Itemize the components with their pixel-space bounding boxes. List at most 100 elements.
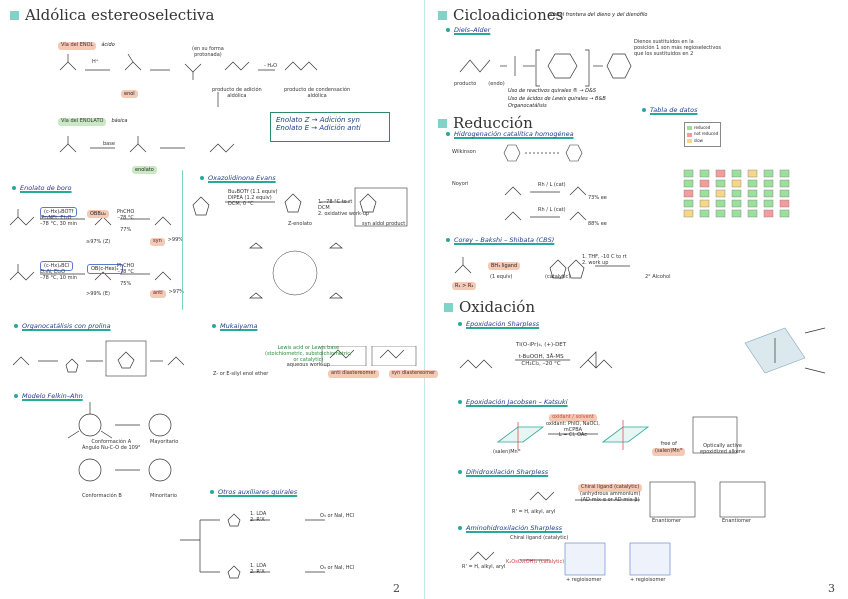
- mukai-l3: or catalytic): [293, 356, 324, 363]
- dienos-note: Dienos sustituidos en la posición 1 son …: [634, 39, 721, 57]
- mukai-heading-text: Mukaiyama: [220, 322, 258, 330]
- cbs-equiv: (1 equiv): [490, 274, 513, 280]
- heading-organo: Organocatálisis con prolina: [14, 322, 111, 330]
- cbs-scheme: [454, 257, 630, 279]
- bullet-icon: [14, 324, 18, 328]
- dien-1: Dienos sustituidos en la: [634, 39, 694, 45]
- enol-note: (en su forma protonada): [192, 46, 224, 59]
- rule-line-2: Enolato E → Adición anti: [276, 124, 361, 132]
- cbs-steps: 1. THF, -10 C to rt 2. work up: [582, 254, 627, 267]
- table-cell: [747, 189, 758, 198]
- table-cell: [779, 199, 790, 208]
- evans-s1: 1. -78 °C to rt: [318, 199, 353, 205]
- da-b1: Uso de reactivos quirales ® → D&S: [508, 88, 597, 94]
- amino-reg2: + regioisomer: [630, 577, 666, 583]
- otros-scheme: [180, 513, 325, 579]
- felkin-heading-text: Modelo Felkin–Ahn: [22, 392, 83, 400]
- boro-r1-syn: syn: [150, 238, 165, 246]
- mukai-l2: (stoichiometric, substoichiometric,: [265, 350, 352, 357]
- dihid-c3: (AD-mix-α or AD-mix-β): [580, 496, 640, 503]
- mukai-silyl: Z- or E-silyl enol ether: [213, 371, 269, 377]
- boro-r1-ratio: >99%: [167, 237, 184, 243]
- boro-r2-mid: OB(c-Hex)₂: [87, 264, 123, 274]
- noyori-scheme: [504, 186, 587, 221]
- amino-heading-text: Aminohidroxilación Sharpless: [466, 524, 562, 532]
- table-cell: [779, 189, 790, 198]
- boro-r1-c2: –78 °C, 30 min: [40, 220, 78, 227]
- cyclo-note: orbital frontera del dieno y del dienófi…: [548, 12, 648, 18]
- enol-scheme: [59, 53, 318, 107]
- dihid-c1: Chiral ligand (catalytic): [578, 484, 643, 492]
- heading-sharpless: Epoxidación Sharpless: [458, 320, 539, 328]
- rule-line-1: Enolato Z → Adición syn: [276, 116, 360, 124]
- table-cell: [731, 169, 742, 178]
- boro-r1-mid: OBBu₂: [87, 210, 109, 218]
- enol-label: enol: [121, 90, 138, 98]
- evans-scheme: [192, 187, 408, 227]
- boro-r1-result: syn >99%: [150, 237, 184, 246]
- da-heading-text: Diels–Alder: [454, 26, 491, 34]
- heading-otros: Otros auxiliares quirales: [210, 488, 297, 496]
- evans-divider: [182, 170, 183, 310]
- heading-jacobsen: Epoxidación Jacobsen – Katsuki: [458, 398, 568, 406]
- boro-r2-y2: 75%: [120, 280, 132, 287]
- title-marker: [10, 10, 19, 20]
- enol-note-1: (en su forma: [192, 46, 224, 52]
- organo-heading-text: Organocatálisis con prolina: [22, 322, 111, 330]
- page-number-right: 3: [828, 582, 835, 595]
- heading-cbs: Corey – Bakshi – Shibata (CBS): [446, 236, 554, 244]
- evans-s2: DCM: [318, 204, 330, 211]
- jac-optical: Optically active epoxidized alkene: [700, 443, 746, 456]
- heading-hidrog: Hidrogenación catalítica homogénea: [446, 130, 574, 138]
- table-cell: [683, 189, 694, 198]
- evans-c3: DCM, 0 °C: [228, 200, 254, 207]
- evans-s3: 2. oxidative work-up: [318, 210, 370, 217]
- table-cell: [731, 199, 742, 208]
- cbs-ligand: BH₃ ligand: [488, 262, 521, 270]
- table-cell: [715, 169, 726, 178]
- enolato-scheme: [59, 136, 235, 153]
- evans-steps: 1. -78 °C to rt DCM 2. oxidative work-up: [318, 199, 370, 217]
- table-cell: [731, 179, 742, 188]
- cbs-cat: (catalytic): [545, 274, 571, 280]
- reduc-title: Reducción: [453, 114, 533, 132]
- table-cell: [699, 199, 710, 208]
- boro-r1-reag: (c-Hx)₂BOTf: [40, 207, 78, 217]
- sharpless-scheme: [459, 351, 613, 369]
- page-number-left: 2: [393, 582, 400, 595]
- sharp-r3: CH₂Cl₂, –20 °C: [521, 360, 561, 367]
- table-cell: [763, 209, 774, 218]
- bullet-icon: [210, 490, 214, 494]
- jacobsen-conds: oxidant / solvent oxidant: PhIO, NaOCl, …: [546, 414, 600, 439]
- prolina-scheme: [12, 340, 185, 377]
- table-cell: [763, 169, 774, 178]
- legend-1: not reduced: [694, 131, 719, 137]
- heading-boro: Enolato de boro: [12, 184, 72, 192]
- enolato-pathway-label: Vía del ENOLATO básica: [58, 118, 128, 126]
- noyori-label: Noyori: [452, 181, 469, 187]
- boro-r2-temp: –78 °C: [117, 268, 134, 275]
- mukai-products-scheme: [321, 346, 417, 366]
- enolato-label: enolato: [132, 166, 157, 174]
- enol-cat: ácido: [101, 42, 115, 48]
- boro-heading-text: Enolato de boro: [20, 184, 72, 192]
- boro-r2-reag: (c-Hx)₂BCl: [40, 261, 74, 271]
- boro-r2-ph: PhCHO –78 °C 75%: [117, 263, 134, 287]
- felkin-confB: Conformación B: [82, 493, 122, 499]
- amino-r: R' = H, alkyl, aryl: [462, 564, 506, 570]
- cbs-rr: R₁ > R₂: [452, 282, 477, 290]
- boro-r1-temp: –78 °C: [117, 214, 134, 221]
- bullet-icon: [446, 28, 450, 32]
- jac-free-of: free of: [660, 441, 677, 447]
- table-cell: [747, 169, 758, 178]
- table-cell: [747, 179, 758, 188]
- jac-opt2: epoxidized alkene: [700, 448, 746, 455]
- da-b2: Uso de ácidos de Lewis quirales → B&B: [508, 95, 606, 102]
- table-cell: [715, 179, 726, 188]
- felkin-minor: Minoritario: [150, 493, 177, 499]
- da-bullets: Uso de reactivos quirales ® → D&S Uso de…: [508, 88, 606, 111]
- title-marker: [444, 302, 453, 312]
- confA-2: Ángulo Nu-C-O de 109°: [82, 444, 141, 451]
- otros-s1a: 1. LDA: [250, 511, 267, 517]
- dihid-en1: Enantiomer: [652, 518, 681, 524]
